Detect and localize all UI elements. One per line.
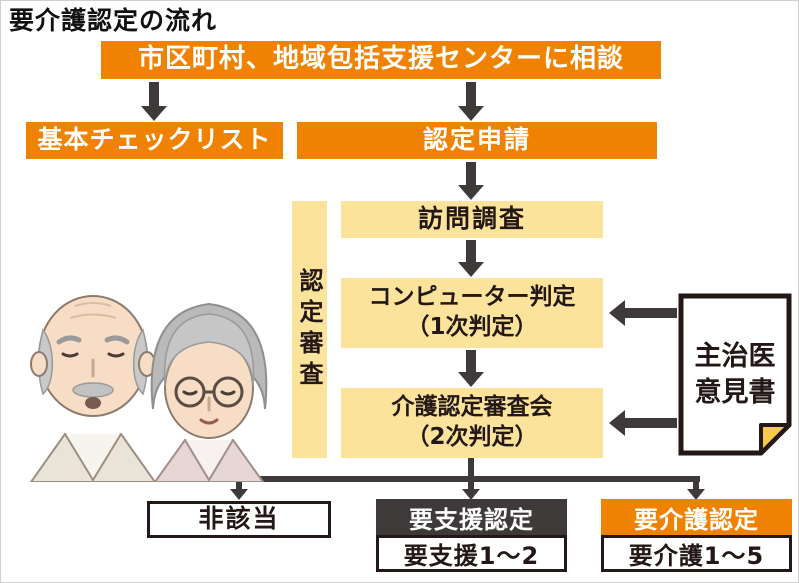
doctor-opinion-line2: 意見書: [694, 376, 776, 408]
computer-judgement-line1: コンピューター判定: [368, 284, 576, 311]
result-care-levels: 要介護1〜5: [601, 535, 792, 572]
arrow-stem: [625, 308, 677, 318]
arrow-head: [462, 489, 480, 500]
result-support-group: 要支援認定 要支援1〜2: [376, 499, 567, 572]
elderly-man-icon: [29, 295, 157, 482]
page-title: 要介護認定の流れ: [9, 6, 218, 35]
elderly-couple-illustration: [29, 295, 268, 482]
arrow-head: [458, 372, 484, 387]
arrow-stem: [466, 240, 476, 262]
result-support-levels: 要支援1〜2: [376, 535, 567, 572]
computer-judgement-box: コンピューター判定 （1次判定）: [341, 278, 603, 348]
certification-review-strip: 認定審査: [292, 201, 327, 458]
result-care-group: 要介護認定 要介護1〜5: [601, 499, 792, 572]
elderly-woman-icon: [150, 302, 268, 482]
arrow-application-to-visit: [458, 162, 484, 200]
certification-review-label: 認定審査: [295, 267, 323, 392]
arrow-document-to-board: [609, 410, 677, 436]
document-shape-icon: [678, 293, 792, 456]
result-care-header: 要介護認定: [601, 499, 792, 535]
arrow-branch-support: [462, 481, 480, 500]
arrow-branch-care: [687, 481, 705, 500]
arrow-head: [458, 185, 484, 200]
visit-survey-box: 訪問調査: [341, 201, 603, 238]
doctor-opinion-document: 主治医 意見書: [677, 292, 793, 457]
doctor-opinion-text: 主治医 意見書: [677, 292, 793, 457]
arrow-stem: [466, 162, 476, 185]
branch-line-horizontal: [236, 476, 700, 482]
arrow-head: [230, 489, 248, 500]
result-support-header: 要支援認定: [376, 499, 567, 535]
arrow-banner-to-checklist: [141, 82, 167, 121]
computer-judgement-line2: （1次判定）: [406, 314, 538, 340]
arrow-stem: [466, 350, 476, 372]
arrow-head: [458, 262, 484, 277]
consult-banner: 市区町村、地域包括支援センターに相談: [101, 41, 661, 79]
doctor-opinion-line1: 主治医: [694, 341, 776, 373]
result-not-applicable-box: 非該当: [147, 501, 331, 538]
arrow-stem: [468, 481, 474, 489]
branch-line-vertical: [468, 458, 474, 478]
arrow-banner-to-application: [458, 82, 484, 121]
review-board-line2: （2次判定）: [406, 424, 538, 450]
arrow-head: [609, 300, 625, 326]
arrow-stem: [236, 481, 242, 489]
arrow-stem: [693, 481, 699, 489]
arrow-head: [141, 106, 167, 121]
arrow-branch-not-applicable: [230, 481, 248, 500]
certification-application-box: 認定申請: [297, 122, 657, 159]
basic-checklist-box: 基本チェックリスト: [26, 122, 283, 159]
arrow-stem: [149, 82, 159, 106]
arrow-document-to-computer: [609, 300, 677, 326]
arrow-head: [458, 106, 484, 121]
arrow-computer-to-board: [458, 350, 484, 387]
arrow-visit-to-computer: [458, 240, 484, 277]
arrow-stem: [625, 418, 677, 428]
review-board-line1: 介護認定審査会: [391, 394, 553, 421]
review-board-box: 介護認定審査会 （2次判定）: [341, 388, 603, 458]
arrow-head: [609, 410, 625, 436]
arrow-stem: [466, 82, 476, 106]
arrow-head: [687, 489, 705, 500]
